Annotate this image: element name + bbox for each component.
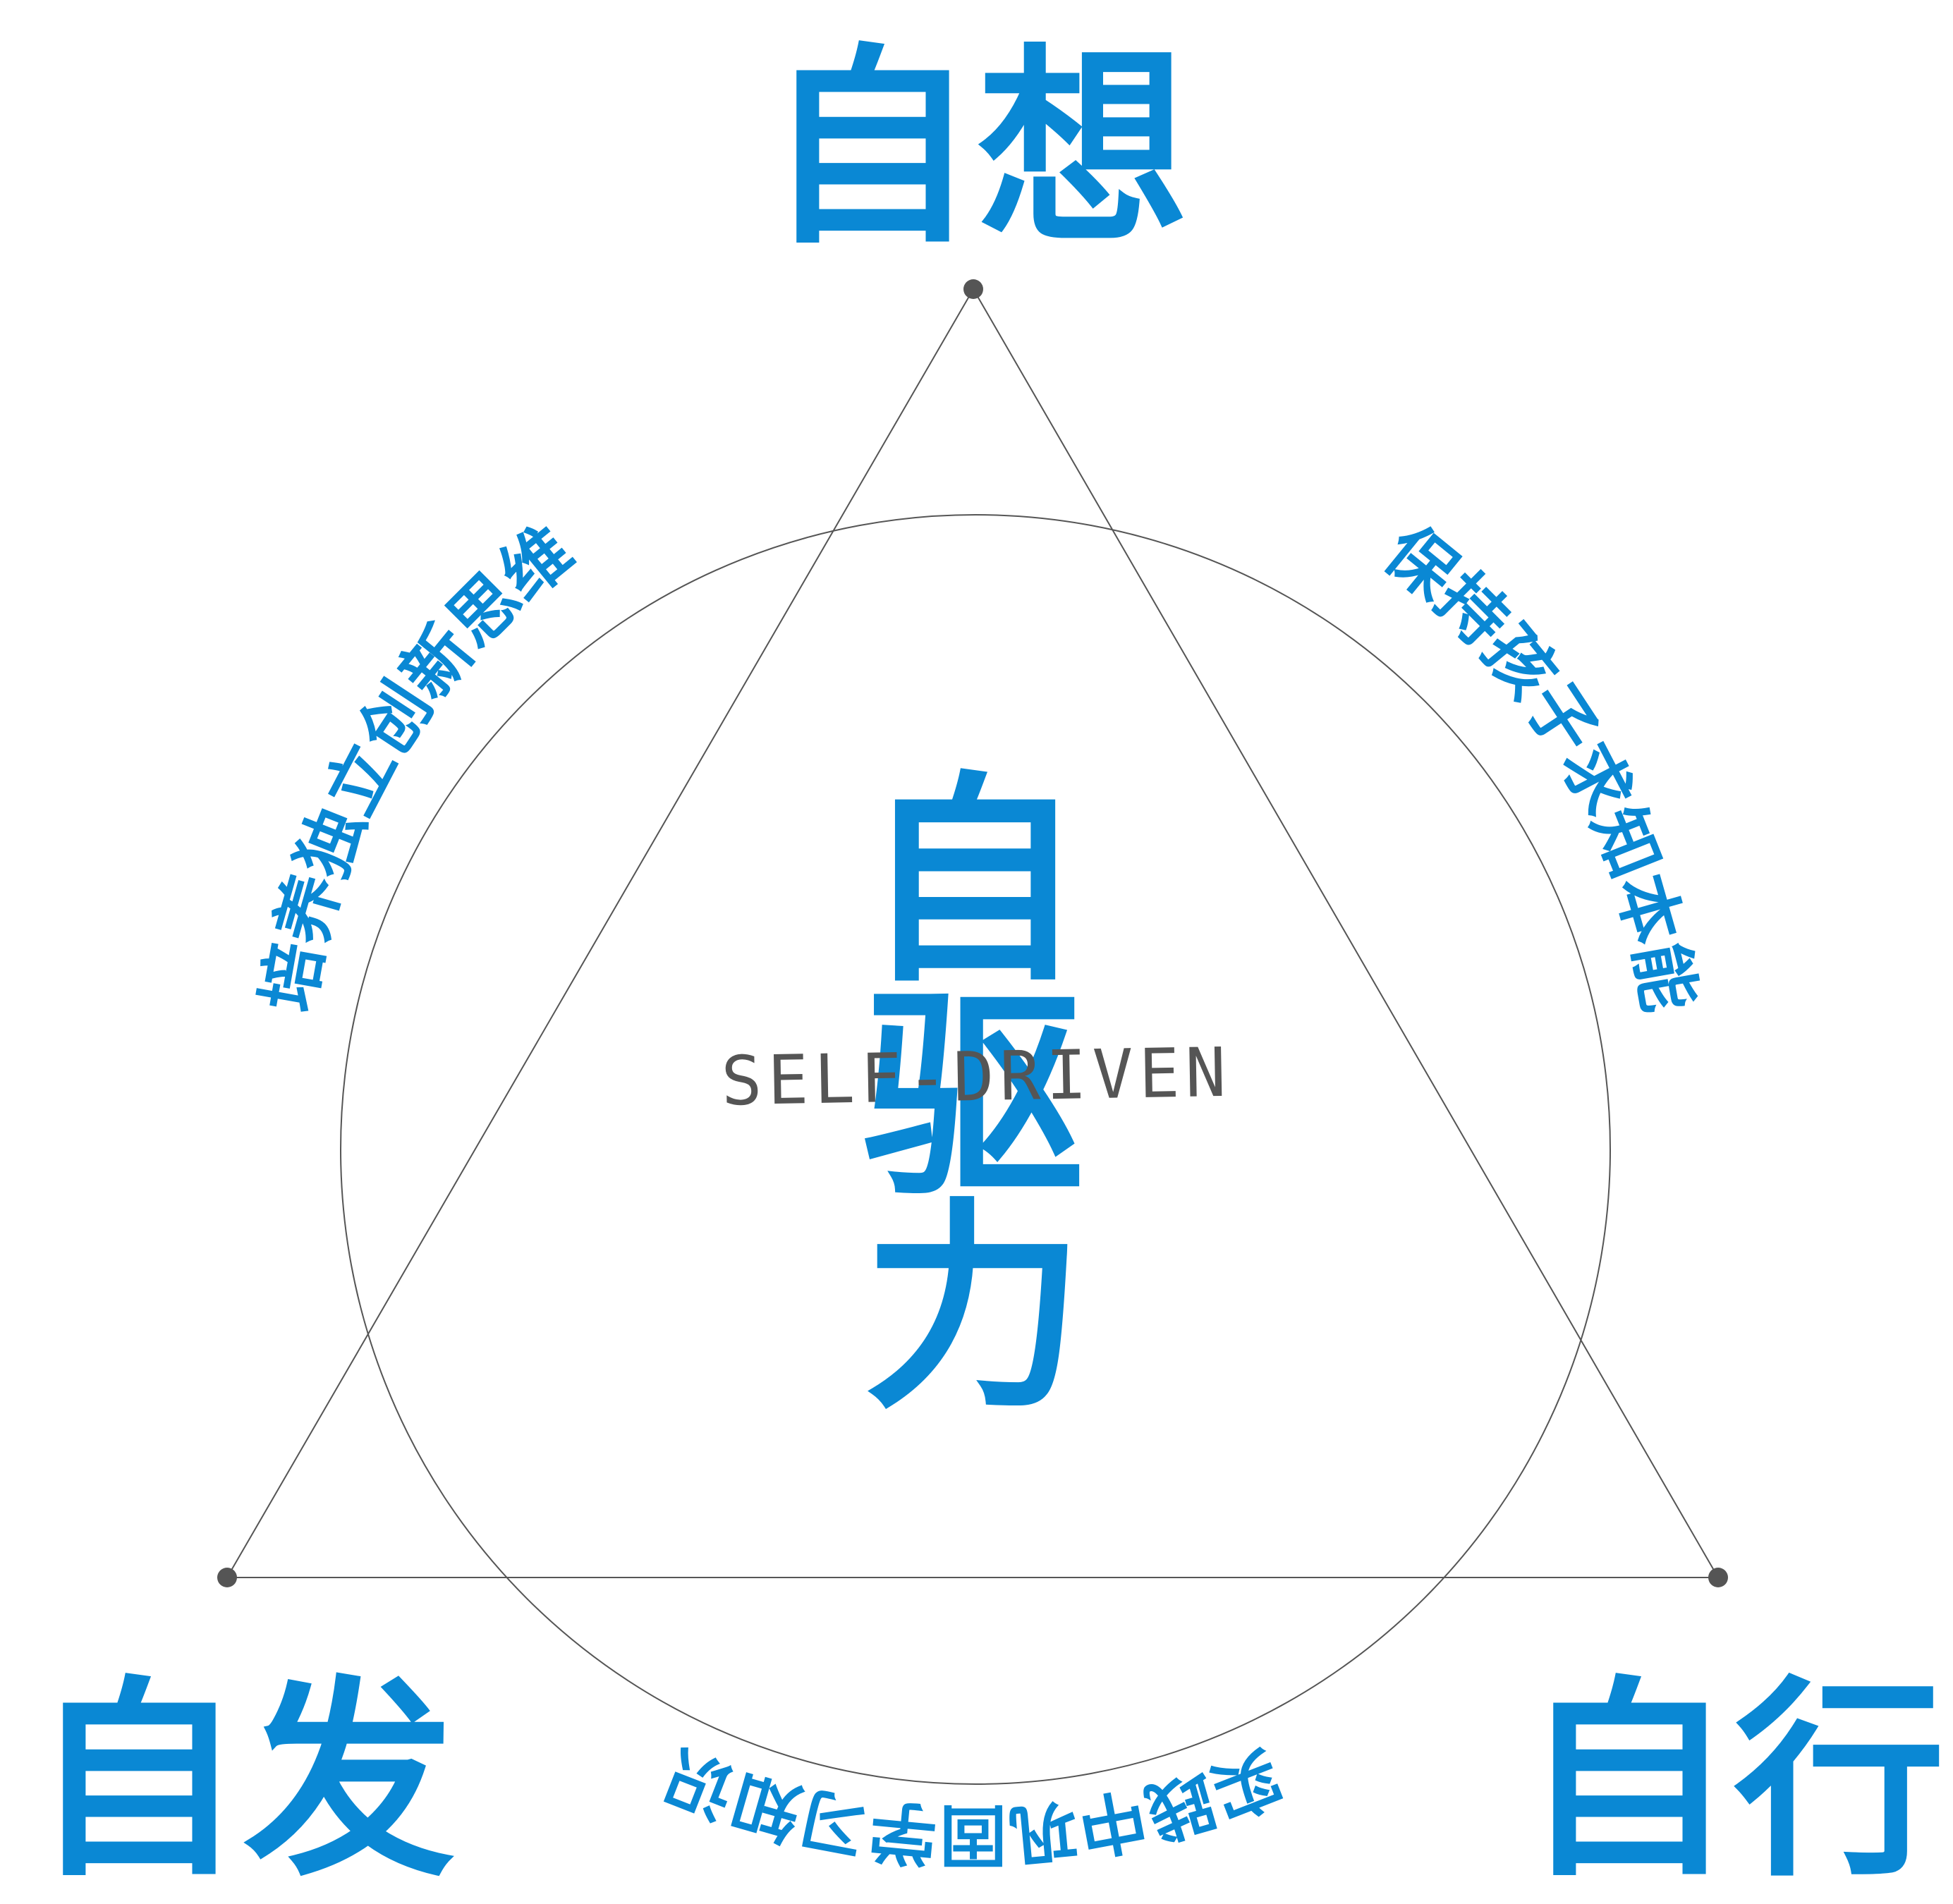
arc-text-bottom-path: 实践中巩固学习知识 xyxy=(655,1735,1293,1875)
center-title: 自 驱 力 xyxy=(863,754,1085,1439)
center-title-char-2: 驱 xyxy=(863,969,1085,1227)
center-subtitle: SELF-DRIVEN xyxy=(721,1033,1233,1121)
vertex-dot-bottom-left xyxy=(217,1568,237,1587)
arc-text-bottom: 实践中巩固学习知识 xyxy=(655,1735,1293,1875)
vertex-dot-bottom-right xyxy=(1708,1568,1728,1587)
arc-text-right-path: 保持孩子求知本能 xyxy=(1370,511,1709,1018)
vertex-label-bottom-left: 自发 xyxy=(32,1659,455,1904)
triangle xyxy=(226,288,1720,1578)
center-title-char-3: 力 xyxy=(863,1180,1085,1439)
vertex-label-top: 自想 xyxy=(765,26,1188,272)
outer-circle xyxy=(340,514,1611,1785)
arc-text-left-path: 培养独立创新思维 xyxy=(248,511,588,1018)
vertex-label-bottom-right: 自行 xyxy=(1522,1659,1945,1904)
arc-text-left: 培养独立创新思维 xyxy=(248,511,588,1018)
center-title-char-1: 自 xyxy=(863,754,1085,1012)
vertex-dot-top xyxy=(963,279,983,299)
arc-text-right: 保持孩子求知本能 xyxy=(1370,511,1709,1018)
